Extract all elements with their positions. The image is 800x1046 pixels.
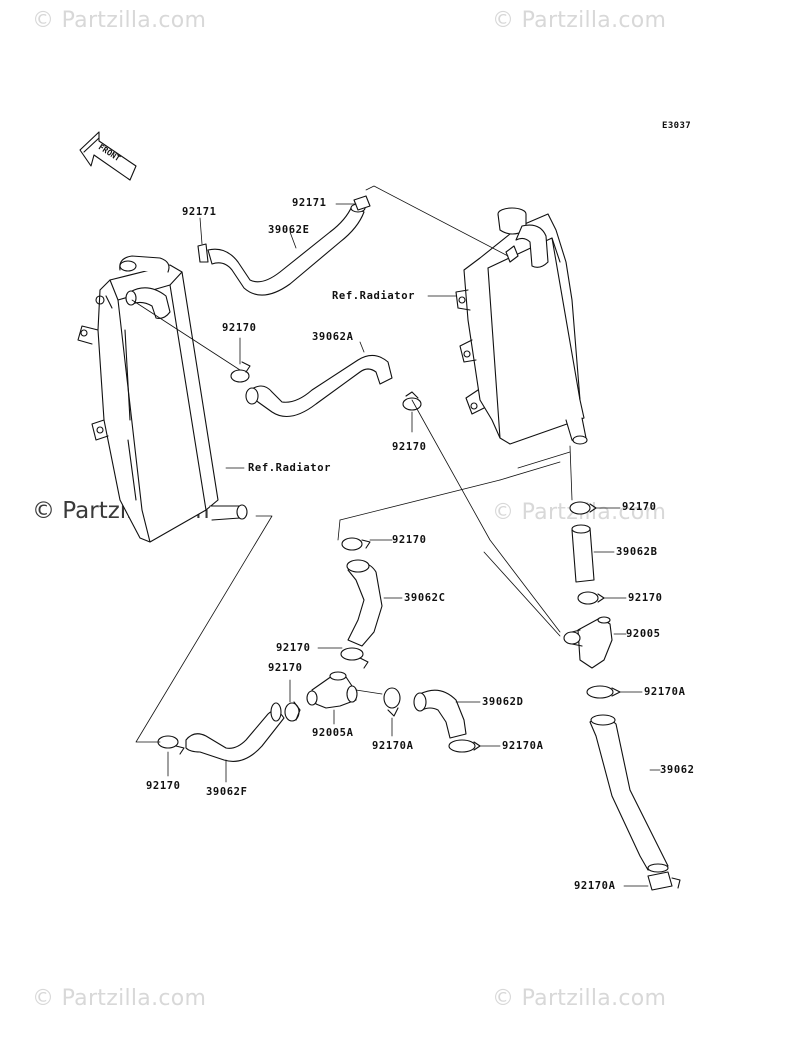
front-arrow-icon: FRONT [79, 131, 137, 181]
hose-39062B [571, 524, 595, 583]
diagram-code: E3037 [662, 121, 692, 131]
label-92170A-d: 92170A [574, 880, 616, 892]
label-39062C: 39062C [404, 592, 446, 604]
label-39062B: 39062B [616, 546, 658, 558]
clamp-92170-g [284, 701, 301, 722]
watermark-bottom-right: © Partzilla.com [492, 986, 667, 1011]
label-92005A: 92005A [312, 727, 354, 739]
hose-39062F [185, 702, 285, 762]
hose-39062E [197, 203, 366, 296]
label-92170-f: 92170 [276, 642, 311, 654]
watermark-top-right: © Partzilla.com [492, 8, 667, 33]
leader-lines [131, 185, 661, 887]
label-39062: 39062 [660, 764, 695, 776]
left-radiator [77, 255, 248, 543]
label-92170-a: 92170 [222, 322, 257, 334]
clamp-92170-c [569, 501, 597, 515]
hose-39062A [245, 354, 393, 418]
hose-39062D [413, 689, 467, 739]
label-92170-c: 92170 [622, 501, 657, 513]
label-92170A-b: 92170A [372, 740, 414, 752]
label-ref-radiator-right: Ref.Radiator [332, 290, 416, 302]
label-92171-top: 92171 [292, 197, 327, 209]
joint-92005A [306, 671, 358, 709]
label-92171-left: 92171 [182, 206, 217, 218]
clamp-92170-a [230, 361, 251, 383]
label-92005: 92005 [626, 628, 661, 640]
clamp-92170A-d [448, 739, 481, 753]
clamp-92170-e [341, 537, 371, 551]
clamp-92170A-a [586, 685, 621, 699]
clamp-92170A-b [647, 871, 681, 891]
label-39062D: 39062D [482, 696, 524, 708]
label-39062E: 39062E [268, 224, 310, 236]
clamp-92170-b [402, 391, 422, 411]
label-39062F: 39062F [206, 786, 248, 798]
label-92170A-a: 92170A [644, 686, 686, 698]
label-39062A: 39062A [312, 331, 354, 343]
label-92170-e: 92170 [392, 534, 427, 546]
clamp-92170-d [577, 591, 605, 605]
right-radiator [455, 207, 588, 445]
watermark-top-left: © Partzilla.com [32, 8, 207, 33]
label-92170-d: 92170 [628, 592, 663, 604]
label-ref-radiator-left: Ref.Radiator [248, 462, 332, 474]
hose-39062 [589, 714, 669, 873]
clamp-92170-f [340, 647, 369, 669]
label-92170-g: 92170 [268, 662, 303, 674]
watermark-bottom-left: © Partzilla.com [32, 986, 207, 1011]
label-92170A-c: 92170A [502, 740, 544, 752]
clamp-92171-top [353, 195, 371, 211]
clamp-92170-h [157, 735, 185, 755]
label-92170-b: 92170 [392, 441, 427, 453]
joint-92005 [563, 616, 613, 669]
clamp-92170A-c [383, 687, 401, 717]
hose-39062C [346, 559, 383, 647]
label-92170-h: 92170 [146, 780, 181, 792]
